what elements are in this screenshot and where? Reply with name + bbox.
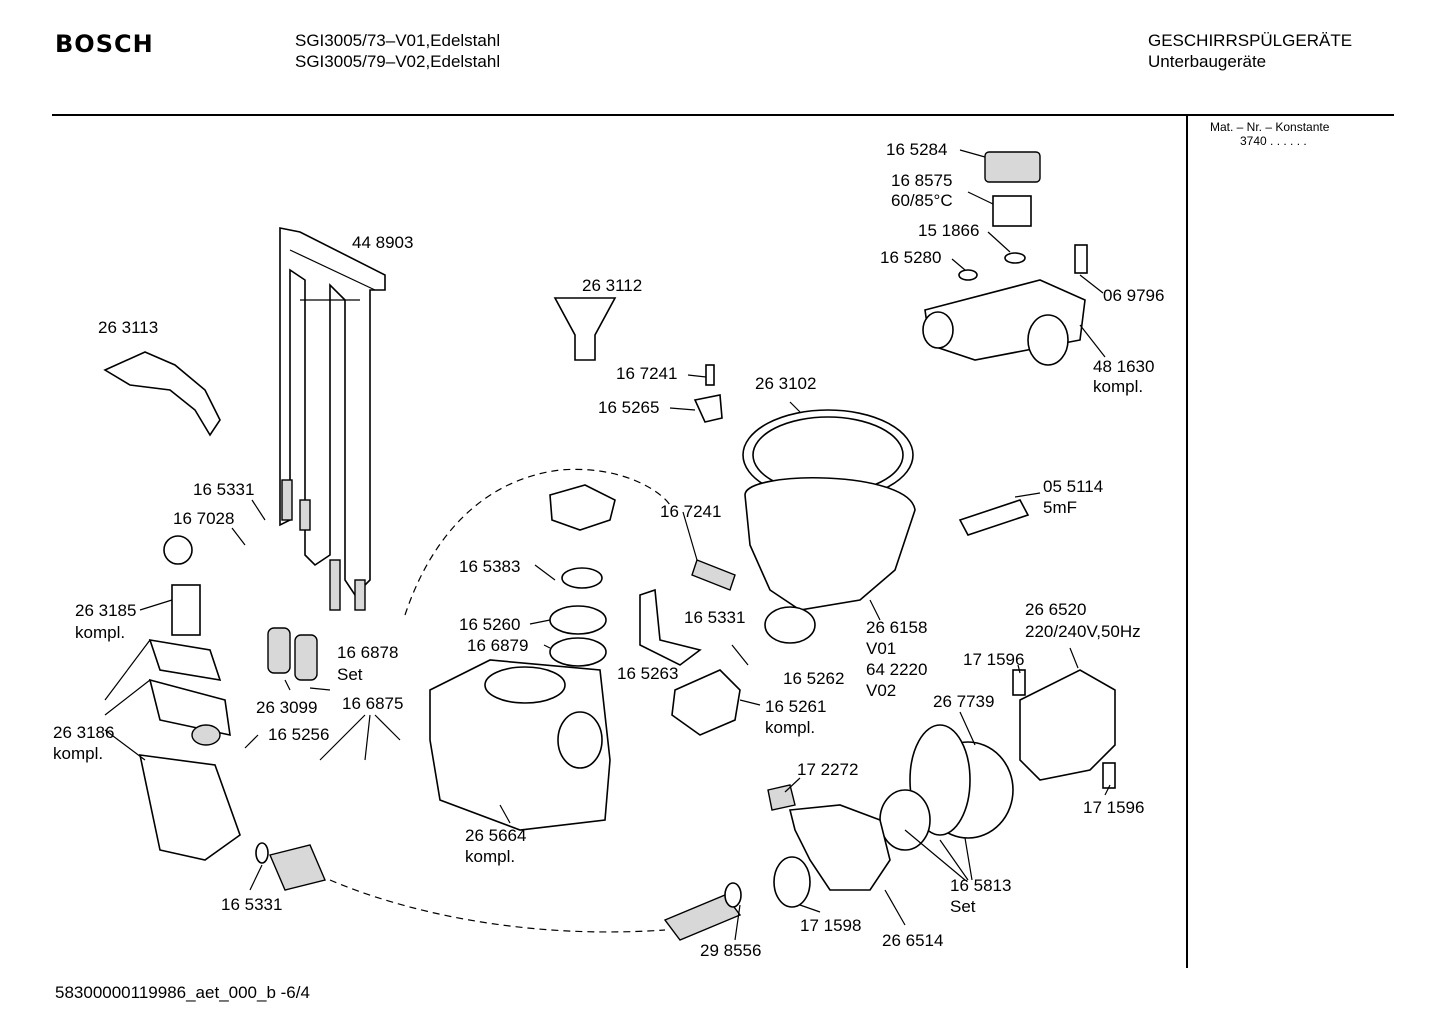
label-642220-v02: V02 [866,681,896,700]
label-165261: 16 5261 [765,697,826,716]
subcategory-title: Unterbaugeräte [1148,52,1267,71]
label-055114-note: 5mF [1043,498,1077,517]
label-166879: 16 6879 [467,636,528,655]
spring-left [267,627,291,674]
label-263112: 26 3112 [582,276,642,295]
spray-hub [549,484,616,531]
spring-right [294,634,318,681]
label-172272: 17 2272 [797,760,858,779]
label-171596-bottom: 17 1596 [1083,798,1144,817]
label-165813-note: Set [950,897,976,916]
label-165280: 16 5280 [880,248,941,267]
label-263113: 26 3113 [98,318,158,337]
clip-part [1074,244,1088,274]
label-055114: 05 5114 [1043,477,1103,496]
category-title: GESCHIRRSPÜLGERÄTE [1148,31,1353,50]
label-266158: 26 6158 [866,618,927,637]
label-165331-bottom: 16 5331 [221,895,282,914]
label-165265: 16 5265 [598,398,659,417]
o-ring-small-2 [958,269,978,281]
label-263102: 26 3102 [755,374,816,393]
screw [705,364,715,386]
label-166878: 16 6878 [337,643,398,662]
dispenser-assembly [138,535,241,861]
hose-bottom [663,894,742,941]
model-line-2: SGI3005/79–V02,Edelstahl [295,52,501,71]
hose-left [269,844,326,891]
label-263186-note: kompl. [53,744,103,763]
heating-element [279,227,386,611]
leader-lines [104,149,1111,941]
label-165263: 16 5263 [617,664,678,683]
label-165331-top: 16 5331 [193,480,254,499]
sidebar-value: 3740 . . . . . . [1240,134,1307,148]
label-265664-note: kompl. [465,847,515,866]
label-069796: 06 9796 [1103,286,1164,305]
water-softener [429,659,611,831]
bracket-165263 [639,588,702,666]
label-165261-note: kompl. [765,718,815,737]
sidebar-divider [1186,116,1188,968]
label-263185: 26 3185 [75,601,136,620]
cover-part [103,351,221,437]
label-168575: 16 8575 [891,171,952,190]
o-ring-small [1004,252,1026,264]
pump-seal-171598 [773,856,811,908]
ring-165260 [549,605,607,635]
label-448903: 44 8903 [352,233,413,252]
label-166878-note: Set [337,665,363,684]
label-165260: 16 5260 [459,615,520,634]
ring-166879 [549,637,607,667]
motor [1019,669,1116,781]
valve [671,669,741,736]
label-266158-v01: V01 [866,639,896,658]
label-266520-note: 220/240V,50Hz [1025,622,1141,641]
label-167241-top: 16 7241 [616,364,677,383]
label-151866: 15 1866 [918,221,979,240]
label-263099: 26 3099 [256,698,317,717]
sump [744,476,916,611]
funnel-part [553,297,617,361]
label-167028: 16 7028 [173,509,234,528]
label-165256: 16 5256 [268,725,329,744]
model-line-1: SGI3005/73–V01,Edelstahl [295,31,501,50]
label-263186: 26 3186 [53,723,114,742]
document-id: 58300000119986_aet_000_b -6/4 [55,983,310,1002]
label-165813: 16 5813 [950,876,1011,895]
clamp [767,784,796,811]
ring-165383 [561,567,603,589]
label-265664: 26 5664 [465,826,526,845]
label-171598: 17 1598 [800,916,861,935]
label-168575-note: 60/85°C [891,191,953,210]
thermostat-cap [984,151,1041,183]
header-divider [52,114,1394,116]
label-167241-mid: 16 7241 [660,502,721,521]
label-481630: 48 1630 [1093,357,1154,376]
label-266514: 26 6514 [882,931,943,950]
label-267739: 26 7739 [933,692,994,711]
impeller [879,789,931,851]
sidebar-title: Mat. – Nr. – Konstante [1210,120,1330,134]
label-166875: 16 6875 [342,694,403,713]
label-263185-note: kompl. [75,623,125,642]
label-266520: 26 6520 [1025,600,1086,619]
hose-connector [691,559,736,591]
label-171596-top: 17 1596 [963,650,1024,669]
label-481630-note: kompl. [1093,377,1143,396]
label-165383: 16 5383 [459,557,520,576]
label-165331-mid: 16 5331 [684,608,745,627]
label-642220: 64 2220 [866,660,927,679]
thermostat [992,195,1032,227]
label-298556: 29 8556 [700,941,761,960]
label-165262: 16 5262 [783,669,844,688]
label-165284: 16 5284 [886,140,947,159]
brand-logo: BOSCH [55,30,154,58]
capacitor [958,499,1030,536]
bracket [693,394,723,423]
pump-volute [788,804,891,891]
